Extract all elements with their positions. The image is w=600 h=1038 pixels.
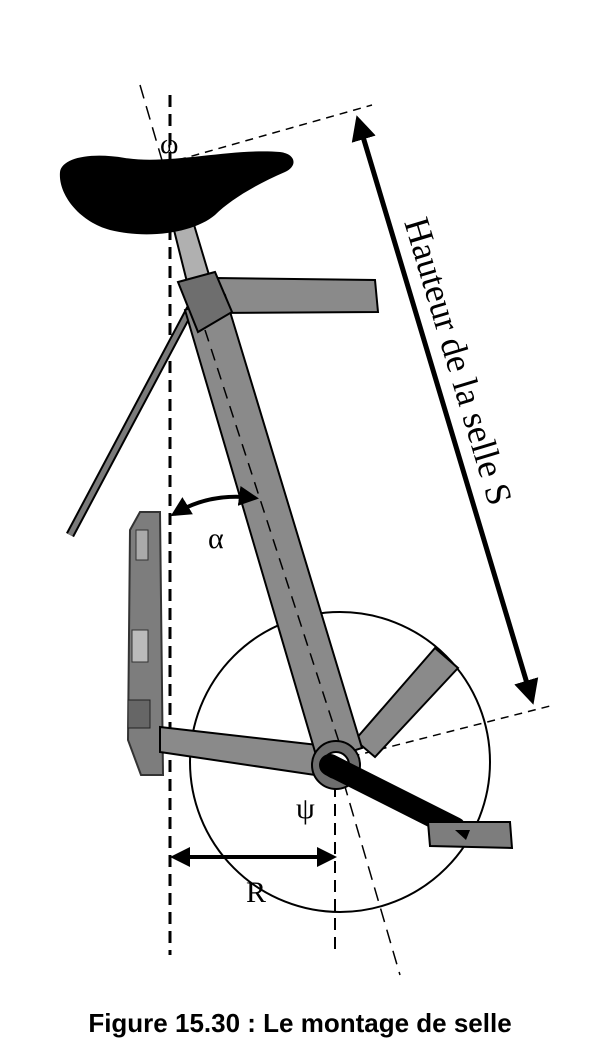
down-tube: [353, 646, 460, 759]
crank-arm: [319, 754, 466, 839]
pedal: [426, 821, 514, 850]
seat-lug: [176, 270, 234, 334]
radius-label: R: [246, 876, 266, 909]
chain-stay: [159, 725, 320, 777]
top-tube: [210, 276, 380, 315]
alpha-arrow: [170, 485, 259, 517]
bb-reference-line: [337, 705, 551, 761]
psi-label: ψ: [296, 792, 315, 825]
saddle-top-reference-line: [177, 104, 373, 161]
figure-caption: Figure 15.30 : Le montage de selle: [88, 1008, 512, 1038]
crank-circle: [189, 611, 491, 913]
spirit-level: [126, 511, 165, 776]
saddle-height-label: Hauteur de la selle S: [396, 213, 520, 510]
saddle-height-arrow: [351, 115, 539, 705]
omega-label: ω: [160, 129, 178, 160]
alpha-label: α: [208, 522, 224, 555]
saddle: [59, 151, 294, 235]
